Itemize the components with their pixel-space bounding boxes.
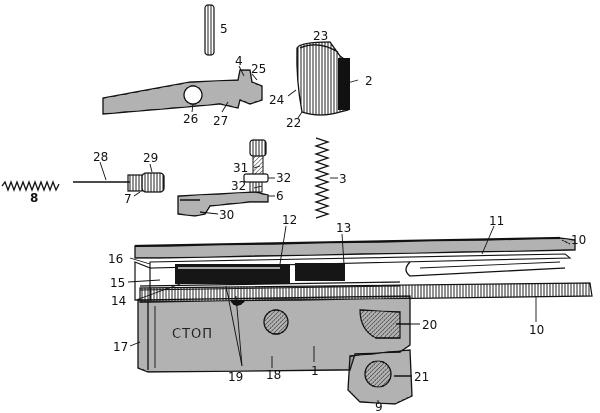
label-3: 3 bbox=[339, 172, 347, 186]
leader-lines bbox=[99, 65, 571, 404]
label-15: 15 bbox=[110, 276, 125, 290]
label-17: 17 bbox=[113, 340, 128, 354]
label-28: 28 bbox=[93, 150, 108, 164]
pin-part-5 bbox=[204, 4, 215, 56]
label-29: 29 bbox=[143, 151, 158, 165]
label-26: 26 bbox=[183, 112, 198, 126]
screw-part-7 bbox=[73, 172, 165, 193]
label-19: 19 bbox=[228, 370, 243, 384]
label-4: 4 bbox=[235, 54, 243, 68]
lever-hole bbox=[183, 85, 203, 105]
label-5: 5 bbox=[220, 22, 228, 36]
block-part-2 bbox=[296, 41, 350, 116]
lever-part-4 bbox=[102, 69, 263, 115]
label-6: 6 bbox=[276, 189, 284, 203]
label-30: 30 bbox=[219, 208, 234, 222]
frame-hole-lower bbox=[364, 360, 392, 388]
label-25: 25 bbox=[251, 62, 266, 76]
label-14: 14 bbox=[111, 294, 126, 308]
label-8: 8 bbox=[30, 191, 38, 205]
label-22: 22 bbox=[286, 116, 301, 130]
engraving-text: CTOП bbox=[172, 327, 213, 342]
label-7: 7 bbox=[124, 192, 132, 206]
label-32a: 32 bbox=[276, 171, 291, 185]
label-10a: 10 bbox=[571, 233, 586, 247]
label-10b: 10 bbox=[529, 323, 544, 337]
arm-part-30 bbox=[177, 191, 269, 217]
label-11: 11 bbox=[489, 214, 504, 228]
label-12: 12 bbox=[282, 213, 297, 227]
frame-assembly: CTOП bbox=[134, 236, 593, 405]
label-2: 2 bbox=[365, 74, 373, 88]
stud-assembly-part-31 bbox=[243, 139, 269, 193]
spring-part-8 bbox=[1, 180, 60, 192]
label-13: 13 bbox=[336, 221, 351, 235]
frame-hole-upper bbox=[263, 309, 289, 335]
label-1: 1 bbox=[311, 364, 319, 378]
label-16: 16 bbox=[108, 252, 123, 266]
label-23: 23 bbox=[313, 29, 328, 43]
label-20: 20 bbox=[422, 318, 437, 332]
label-9: 9 bbox=[375, 400, 383, 413]
spring-part-3 bbox=[313, 137, 331, 219]
label-18: 18 bbox=[266, 368, 281, 382]
label-31: 31 bbox=[233, 161, 248, 175]
label-24: 24 bbox=[269, 93, 284, 107]
label-21: 21 bbox=[414, 370, 429, 384]
label-32b: 32 bbox=[231, 179, 246, 193]
label-27: 27 bbox=[213, 114, 228, 128]
